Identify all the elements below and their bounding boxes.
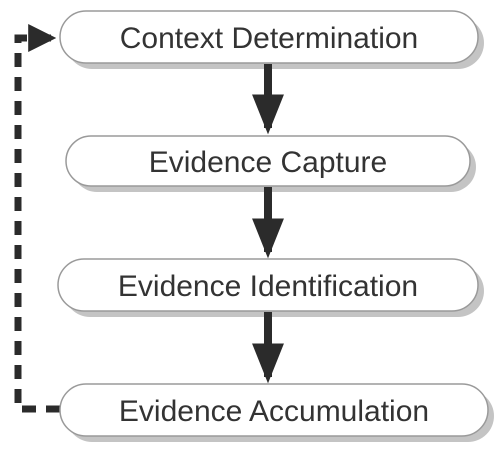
node-label: Evidence Accumulation	[119, 395, 429, 428]
node-evidence-capture: Evidence Capture	[65, 135, 476, 192]
node-evidence-identification: Evidence Identification	[57, 258, 484, 317]
node-context-determination: Context Determination	[59, 10, 484, 69]
node-label: Evidence Capture	[149, 146, 387, 179]
feedback-loop-arrow	[14, 24, 60, 413]
node-evidence-accumulation: Evidence Accumulation	[59, 383, 494, 442]
node-label: Evidence Identification	[118, 270, 418, 303]
node-label: Context Determination	[120, 22, 418, 55]
